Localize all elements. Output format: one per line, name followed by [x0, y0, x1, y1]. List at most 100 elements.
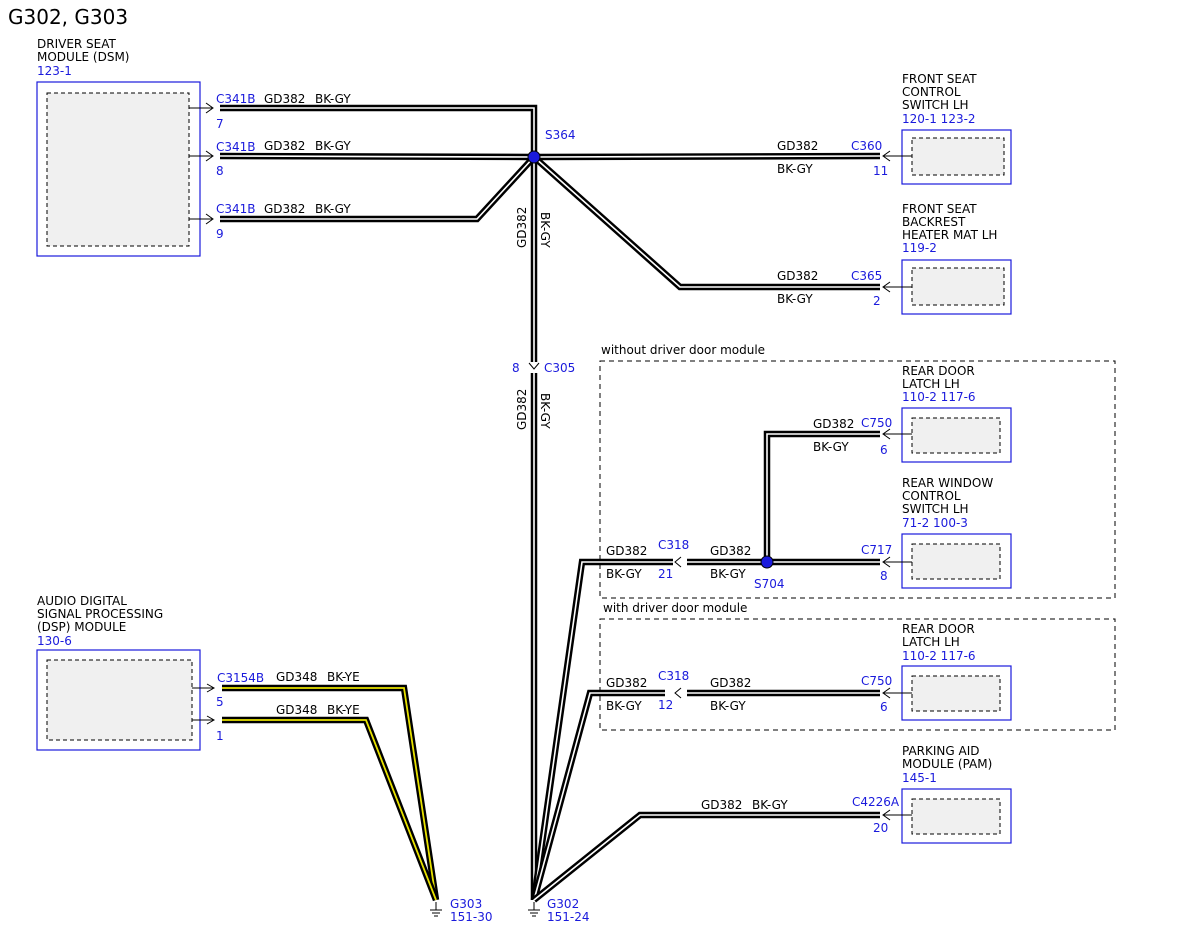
circuit-label: GD382: [701, 798, 742, 812]
splice-s704-label: S704: [754, 577, 785, 591]
color-label-vertical: BK-GY: [538, 212, 552, 248]
group-with-driver-door-module: with driver door module: [599, 601, 1116, 731]
circuit-label: GD382: [606, 676, 647, 690]
color-label: BK-GY: [315, 202, 351, 216]
color-label: BK-GY: [710, 567, 746, 581]
wire-backrest-heater-stripe: [533, 156, 880, 288]
pin-number: 20: [873, 821, 888, 835]
wire-c318b-to-g302-stripe: [533, 692, 665, 901]
ground-g303-name: G303: [450, 897, 482, 911]
connector-label: C318: [658, 538, 689, 552]
color-label: BK-YE: [327, 703, 360, 717]
module-pam-line-1: PARKING AID: [902, 744, 980, 758]
color-label: BK-GY: [777, 162, 813, 176]
pin-number: 8: [512, 361, 520, 375]
module-fsbh-line-1: FRONT SEAT: [902, 202, 977, 216]
circuit-label: GD382: [813, 417, 854, 431]
connector-label: C3154B: [217, 671, 264, 685]
color-label: BK-GY: [606, 699, 642, 713]
ground-g302-name: G302: [547, 897, 579, 911]
c305-inline-connector: [527, 362, 541, 372]
module-rdl2-line-1: REAR DOOR: [902, 622, 975, 636]
pin-number: 21: [658, 567, 673, 581]
circuit-label: GD382: [606, 544, 647, 558]
module-fscs-line-3: SWITCH LH: [902, 98, 969, 112]
wire-pam-to-g302-stripe: [533, 814, 880, 901]
module-rdl1-ref: 110-2 117-6: [902, 390, 976, 404]
circuit-label: GD382: [264, 202, 305, 216]
wire-dsm-pin8-stripe: [219, 155, 535, 158]
right-pin-arrows: [882, 150, 912, 821]
module-dsp: AUDIO DIGITAL SIGNAL PROCESSING (DSP) MO…: [36, 594, 201, 751]
wire-c318-to-g302-a-stripe: [533, 561, 673, 901]
pin-number: 6: [880, 700, 888, 714]
circuit-label-vertical: GD382: [515, 207, 529, 248]
pin-number: 7: [216, 117, 224, 131]
circuit-label-vertical: GD382: [515, 389, 529, 430]
color-label: BK-GY: [315, 92, 351, 106]
pin-number: 12: [658, 698, 673, 712]
module-fscs-ref: 120-1 123-2: [902, 112, 976, 126]
color-label-vertical: BK-GY: [538, 393, 552, 429]
ground-g303-symbol: [430, 902, 442, 917]
color-label: BK-GY: [813, 440, 849, 454]
pin-number: 8: [216, 164, 224, 178]
connector-label: C717: [861, 543, 892, 557]
wire-dsm-pin9-stripe: [220, 156, 535, 220]
module-rwcs-line-3: SWITCH LH: [902, 502, 969, 516]
splice-s364-label: S364: [545, 128, 576, 142]
circuit-label: GD382: [777, 269, 818, 283]
module-dsm: DRIVER SEAT MODULE (DSM) 123-1: [36, 37, 201, 257]
wire-backrest-heater-insulation: [531, 154, 880, 291]
ground-g303-ref: 151-30: [450, 910, 493, 924]
wire-front-seat-switch-stripe: [533, 155, 881, 158]
connector-label: C365: [851, 269, 882, 283]
module-dsm-ref: 123-1: [37, 64, 72, 78]
ground-g302-symbol: [528, 902, 540, 917]
connector-label: C4226A: [852, 795, 900, 809]
pin-number: 2: [873, 294, 881, 308]
module-front-seat-control-switch: FRONT SEAT CONTROL SWITCH LH 120-1 123-2: [901, 72, 1012, 185]
module-rdl1-line-1: REAR DOOR: [902, 364, 975, 378]
circuit-label: GD382: [777, 139, 818, 153]
module-dsp-line-1: AUDIO DIGITAL: [37, 594, 127, 608]
module-pam-ref: 145-1: [902, 771, 937, 785]
group-label-with: with driver door module: [603, 601, 747, 615]
page-title: G302, G303: [8, 5, 128, 29]
module-rwcs-line-2: CONTROL: [902, 489, 961, 503]
module-dsm-line-1: DRIVER SEAT: [37, 37, 117, 51]
circuit-label: GD382: [710, 544, 751, 558]
module-pam-line-2: MODULE (PAM): [902, 757, 992, 771]
group-without-driver-door-module: without driver door module: [599, 343, 1116, 599]
connector-label: C341B: [216, 92, 256, 106]
dsm-pin-arrows: [189, 102, 214, 225]
group-label-without: without driver door module: [601, 343, 765, 357]
pin-number: 8: [880, 569, 888, 583]
color-label: BK-GY: [315, 139, 351, 153]
connector-label: C750: [861, 674, 892, 688]
module-dsp-ref: 130-6: [37, 634, 72, 648]
color-label: BK-GY: [606, 567, 642, 581]
module-dsp-line-2: SIGNAL PROCESSING: [37, 607, 163, 621]
module-rear-door-latch-1: REAR DOOR LATCH LH 110-2 117-6: [901, 364, 1012, 463]
module-rear-door-latch-2: REAR DOOR LATCH LH 110-2 117-6: [901, 622, 1012, 721]
connector-label: C341B: [216, 140, 256, 154]
circuit-label: GD382: [264, 92, 305, 106]
c318-inline-connectors: [665, 556, 687, 699]
pin-number: 1: [216, 729, 224, 743]
circuit-label: GD348: [276, 670, 317, 684]
module-rdl2-ref: 110-2 117-6: [902, 649, 976, 663]
module-dsm-line-2: MODULE (DSM): [37, 50, 129, 64]
module-fscs-line-2: CONTROL: [902, 85, 961, 99]
pin-number: 11: [873, 164, 888, 178]
module-fsbh-ref: 119-2: [902, 241, 937, 255]
circuit-label: GD382: [710, 676, 751, 690]
wire-dsp-pin5-stripe: [222, 687, 437, 901]
connector-label: C360: [851, 139, 882, 153]
pin-number: 6: [880, 443, 888, 457]
connector-label: C341B: [216, 202, 256, 216]
color-label: BK-GY: [710, 699, 746, 713]
module-fscs-line-1: FRONT SEAT: [902, 72, 977, 86]
wire-harness: [219, 104, 881, 903]
ground-g302-ref: 151-24: [547, 910, 590, 924]
